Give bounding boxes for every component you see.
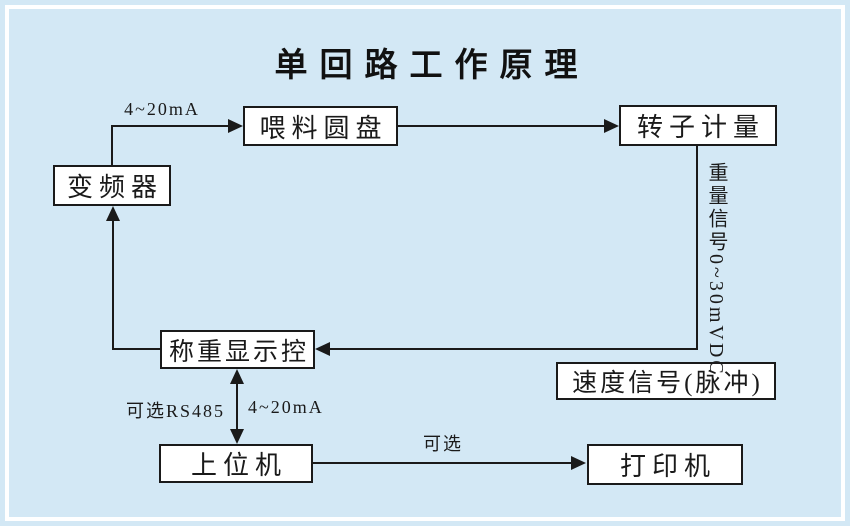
edge-feeder-rotor-arrowhead-icon xyxy=(604,119,619,133)
node-feeder-disc-label: 喂料圆盘 xyxy=(259,113,388,143)
edge-inverter-feeder-arrowhead-icon xyxy=(228,119,243,133)
edge-controller-left-line xyxy=(112,348,160,350)
edge-feeder-rotor-line xyxy=(398,125,606,127)
node-feeder-disc: 喂料圆盘 xyxy=(243,106,398,146)
edge-host-printer-line xyxy=(313,462,573,464)
edge-controller-inverter-line xyxy=(112,220,114,350)
edge-controller-host-down-arrowhead-icon xyxy=(230,429,244,444)
edge-host-printer-arrowhead-icon xyxy=(571,456,586,470)
node-printer: 打印机 xyxy=(587,444,743,485)
edge-label-controller-host-current: 4~20mA xyxy=(248,397,324,417)
edge-label-weight-signal: 重量信号0~30mVDC xyxy=(705,162,727,377)
edge-rotor-controller-arrowhead-icon xyxy=(315,342,330,356)
node-host-computer: 上位机 xyxy=(159,444,313,483)
edge-controller-host-line xyxy=(236,382,238,431)
node-printer-label: 打印机 xyxy=(619,452,716,481)
node-weighing-display-controller-label: 称重显示控 xyxy=(168,338,309,366)
edge-controller-inverter-arrowhead-icon xyxy=(106,206,120,221)
edge-rotor-controller-line xyxy=(329,348,698,350)
edge-controller-host-up-arrowhead-icon xyxy=(230,369,244,384)
edge-inverter-feeder-line xyxy=(111,125,230,127)
edge-inverter-up-line xyxy=(111,125,113,167)
node-weighing-display-controller: 称重显示控 xyxy=(160,330,315,369)
edge-label-rs485: 可选RS485 xyxy=(126,401,226,421)
edge-label-inverter-feeder: 4~20mA xyxy=(124,99,200,119)
node-rotor-meter-label: 转子计量 xyxy=(636,113,765,142)
edge-label-printer-optional: 可选 xyxy=(423,434,463,454)
node-host-computer-label: 上位机 xyxy=(190,451,287,480)
diagram-title: 单回路工作原理 xyxy=(274,46,590,83)
node-inverter: 变频器 xyxy=(53,165,171,206)
node-inverter-label: 变频器 xyxy=(66,173,163,202)
node-speed-signal-label: 速度信号(脉冲) xyxy=(572,370,763,397)
edge-rotor-down-line xyxy=(696,146,698,350)
node-speed-signal: 速度信号(脉冲) xyxy=(556,362,776,400)
node-rotor-meter: 转子计量 xyxy=(619,105,777,146)
